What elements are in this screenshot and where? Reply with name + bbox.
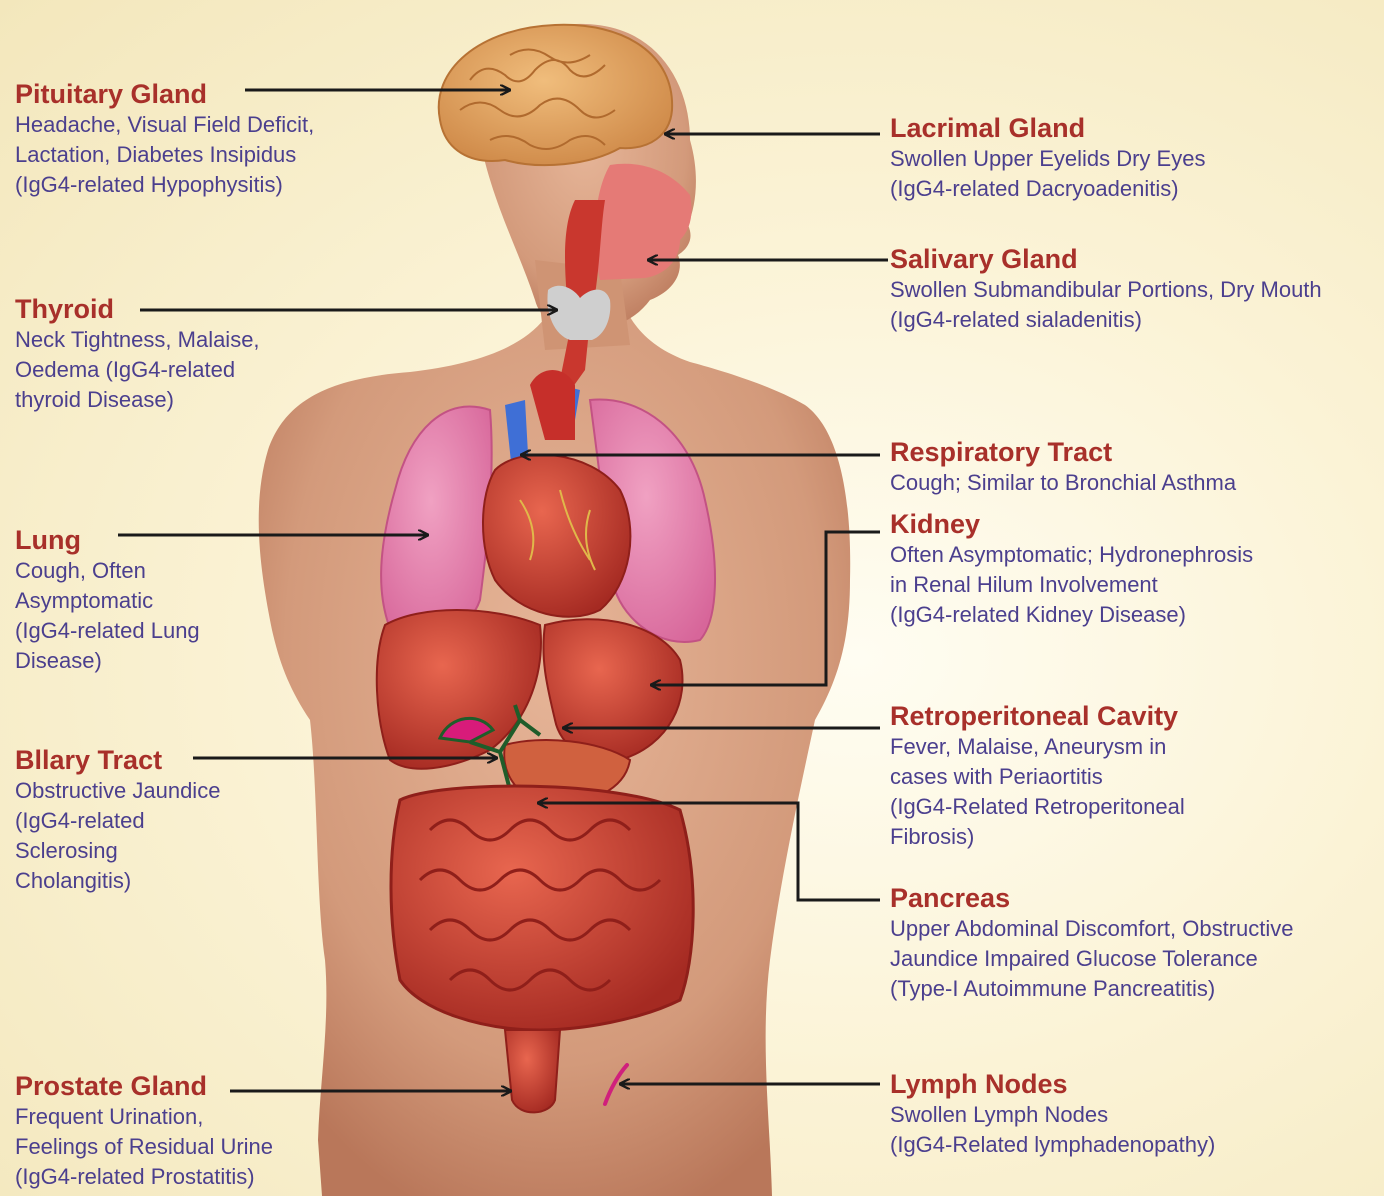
thyroid-gland [547, 285, 611, 340]
face-cavity [594, 163, 692, 280]
description-line: (IgG4-related sialadenitis) [890, 307, 1142, 332]
bile-duct [469, 704, 542, 791]
label-title: Pancreas [890, 883, 1011, 913]
label-title: Pituitary Gland [15, 79, 208, 109]
small-intestine-coils [418, 818, 662, 992]
kidney-label: Kidney Often Asymptomatic; Hydronephrosi… [890, 508, 1253, 630]
description-line: in Renal Hilum Involvement [890, 572, 1158, 597]
aortic-arch [530, 370, 575, 440]
retroperitoneal-cavity-label: Retroperitoneal Cavity Fever, Malaise, A… [890, 700, 1185, 852]
pointer-lines [118, 90, 888, 1091]
lung-label: Lung Cough, Often Asymptomatic (IgG4-rel… [15, 524, 200, 676]
thyroid-label: Thyroid Neck Tightness, Malaise, Oedema … [15, 293, 260, 415]
heart [482, 453, 632, 618]
description-line: Frequent Urination, [15, 1104, 204, 1129]
prostate-gland-label: Prostate Gland Frequent Urination, Feeli… [15, 1070, 273, 1192]
gallbladder [437, 716, 496, 744]
label-description: Cough, Often Asymptomatic (IgG4-related … [15, 556, 200, 676]
label-description: Upper Abdominal Discomfort, Obstructive … [890, 914, 1294, 1004]
description-line: Jaundice Impaired Glucose Tolerance [890, 946, 1258, 971]
label-description: Frequent Urination, Feelings of Residual… [15, 1102, 273, 1192]
description-line: Headache, Visual Field Deficit, [15, 112, 315, 137]
description-line: Neck Tightness, Malaise, [15, 327, 260, 352]
pancreas-pointer [538, 803, 880, 902]
description-line: Fever, Malaise, Aneurysm in [890, 734, 1167, 759]
label-description: Often Asymptomatic; Hydronephrosis in Re… [890, 540, 1253, 630]
label-description: Swollen Lymph Nodes (IgG4-Related lympha… [890, 1100, 1215, 1160]
label-title: Prostate Gland [15, 1071, 208, 1101]
label-title: Retroperitoneal Cavity [890, 701, 1179, 731]
stomach [542, 618, 684, 762]
pancreas-label: Pancreas Upper Abdominal Discomfort, Obs… [890, 882, 1294, 1004]
description-line: (IgG4-related Hypophysitis) [15, 172, 283, 197]
lymph-node-mark [603, 1063, 629, 1106]
lymph-nodes-label: Lymph Nodes Swollen Lymph Nodes (IgG4-Re… [890, 1068, 1215, 1160]
kidney-pointer [651, 530, 880, 685]
description-line: Cough; Similar to Bronchial Asthma [890, 470, 1237, 495]
description-line: Fibrosis) [890, 824, 975, 849]
description-line: Cholangitis) [15, 868, 132, 893]
label-description: Cough; Similar to Bronchial Asthma [890, 468, 1236, 498]
respiratory-tract-label: Respiratory Tract Cough; Similar to Bron… [890, 436, 1236, 498]
salivary-gland-label: Salivary Gland Swollen Submandibular Por… [890, 243, 1322, 335]
description-line: Sclerosing [15, 838, 118, 863]
description-line: Swollen Lymph Nodes [890, 1102, 1109, 1127]
label-description: Fever, Malaise, Aneurysm in cases with P… [890, 732, 1185, 852]
description-line: Oedema (IgG4-related [15, 357, 236, 382]
description-line: (IgG4-related [15, 808, 145, 833]
brain [437, 23, 674, 167]
description-line: Cough, Often [15, 558, 146, 583]
label-title: Thyroid [15, 294, 114, 324]
pituitary-gland-label: Pituitary Gland Headache, Visual Field D… [15, 78, 314, 200]
description-line: Swollen Submandibular Portions, Dry Mout… [890, 277, 1322, 302]
label-title: Bllary Tract [15, 745, 163, 775]
description-line: (IgG4-related Kidney Disease) [890, 602, 1186, 627]
description-line: Upper Abdominal Discomfort, Obstructive [890, 916, 1294, 941]
liver [375, 609, 542, 770]
label-description: Obstructive Jaundice (IgG4-related Scler… [15, 776, 220, 896]
label-title: Lung [15, 525, 81, 555]
description-line: (IgG4-Related Retroperitoneal [890, 794, 1185, 819]
label-title: Kidney [890, 509, 981, 539]
biliary-tract-label: Bllary Tract Obstructive Jaundice (IgG4-… [15, 744, 220, 896]
description-line: cases with Periaortitis [890, 764, 1103, 789]
description-line: (IgG4-related Dacryoadenitis) [890, 176, 1179, 201]
label-title: Lacrimal Gland [890, 113, 1086, 143]
label-description: Swollen Submandibular Portions, Dry Mout… [890, 275, 1322, 335]
description-line: (IgG4-Related lymphadenopathy) [890, 1132, 1216, 1157]
brain-gyri [459, 48, 616, 150]
description-line: Swollen Upper Eyelids Dry Eyes [890, 146, 1206, 171]
description-line: (Type-I Autoimmune Pancreatitis) [890, 976, 1216, 1001]
rectum [503, 1029, 562, 1114]
lacrimal-gland-label: Lacrimal Gland Swollen Upper Eyelids Dry… [890, 112, 1205, 204]
description-line: Lactation, Diabetes Insipidus [15, 142, 297, 167]
description-line: Disease) [15, 648, 102, 673]
description-line: (IgG4-related Lung [15, 618, 200, 643]
label-title: Salivary Gland [890, 244, 1078, 274]
description-line: Asymptomatic [15, 588, 154, 613]
label-description: Neck Tightness, Malaise, Oedema (IgG4-re… [15, 325, 260, 415]
label-description: Headache, Visual Field Deficit, Lactatio… [15, 110, 314, 200]
description-line: Feelings of Residual Urine [15, 1134, 274, 1159]
description-line: Often Asymptomatic; Hydronephrosis [890, 542, 1254, 567]
label-description: Swollen Upper Eyelids Dry Eyes (IgG4-rel… [890, 144, 1205, 204]
label-title: Lymph Nodes [890, 1069, 1068, 1099]
label-title: Respiratory Tract [890, 437, 1113, 467]
description-line: Obstructive Jaundice [15, 778, 221, 803]
description-line: (IgG4-related Prostatitis) [15, 1164, 255, 1189]
heart-vessels [519, 489, 596, 571]
description-line: thyroid Disease) [15, 387, 174, 412]
organs [375, 23, 717, 1114]
